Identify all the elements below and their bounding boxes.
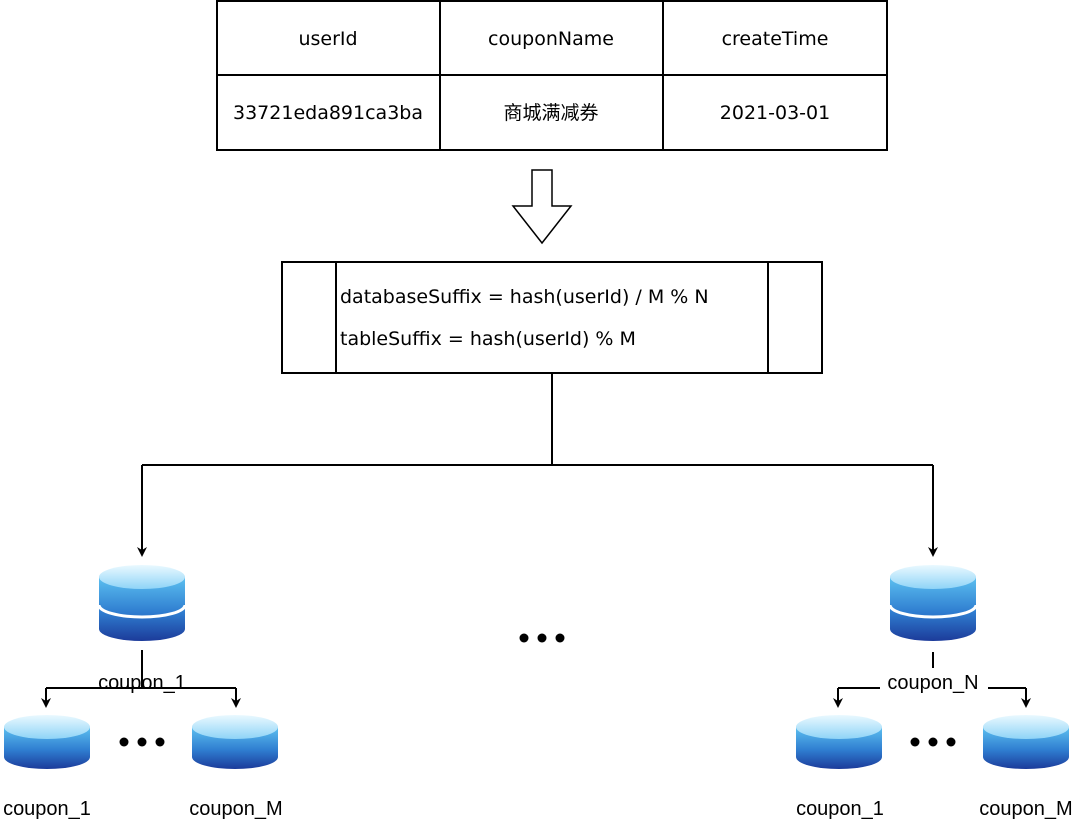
table-icon — [192, 715, 278, 769]
cell-couponname: 商城满减券 — [503, 102, 598, 124]
hollow-down-arrow-icon — [511, 169, 573, 245]
database-label: coupon_1 — [98, 672, 186, 694]
table-icon — [4, 715, 90, 769]
table-label: coupon_M — [979, 798, 1072, 820]
database-icon — [888, 565, 978, 641]
ellipsis-icon — [519, 633, 565, 643]
ellipsis-icon — [910, 737, 956, 747]
header-couponname: couponName — [488, 28, 614, 50]
routing-connectors — [137, 373, 938, 557]
database-1: coupon_1 coupon_1 coupon_M — [3, 565, 283, 820]
ellipsis-icon — [119, 737, 165, 747]
database-label: coupon_N — [887, 672, 978, 694]
table-label: coupon_M — [189, 798, 282, 820]
database-n: coupon_N coupon_1 coupon_M — [796, 565, 1073, 820]
table-label: coupon_1 — [3, 798, 91, 820]
table-label: coupon_1 — [796, 798, 884, 820]
hash-process-box: databaseSuffix = hash(userId) / M % N ta… — [281, 261, 823, 374]
header-userid: userId — [298, 28, 357, 50]
cell-createtime: 2021-03-01 — [720, 102, 830, 124]
table-icon — [796, 715, 882, 769]
table-icon — [983, 715, 1069, 769]
table-suffix-formula: tableSuffix = hash(userId) % M — [340, 328, 636, 350]
record-table: userId couponName createTime 33721eda891… — [216, 0, 888, 151]
database-icon — [97, 565, 187, 641]
cell-userid: 33721eda891ca3ba — [233, 102, 423, 124]
header-createtime: createTime — [722, 28, 829, 50]
database-suffix-formula: databaseSuffix = hash(userId) / M % N — [340, 286, 709, 308]
